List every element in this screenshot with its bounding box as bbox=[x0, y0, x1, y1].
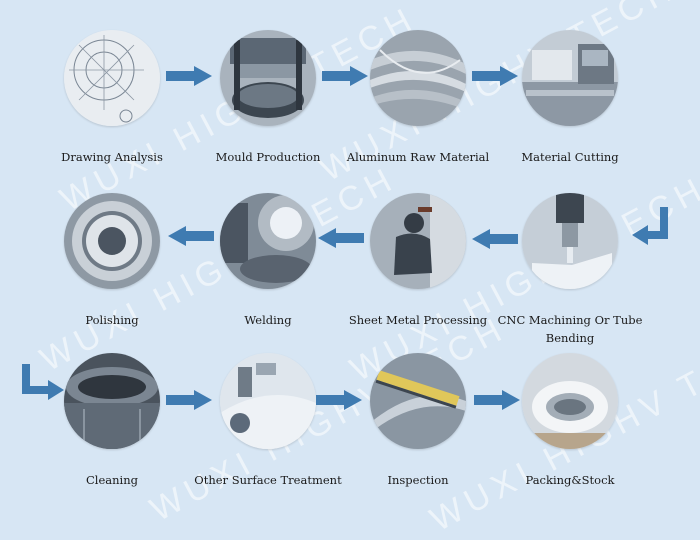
step-label: Welding bbox=[244, 313, 292, 327]
step-label: Inspection bbox=[387, 473, 449, 487]
step-label: Packing&Stock bbox=[525, 473, 615, 487]
step-label: Other Surface Treatment bbox=[194, 473, 342, 487]
step-label: Material Cutting bbox=[521, 150, 619, 164]
step-polishing: Polishing bbox=[32, 193, 192, 329]
raw-material-icon bbox=[370, 30, 466, 126]
step-other-surface-treatment: Other Surface Treatment bbox=[188, 353, 348, 489]
step-mould-production: Mould Production bbox=[188, 30, 348, 166]
step-label: Drawing Analysis bbox=[61, 150, 163, 164]
arrow-right-icon bbox=[316, 390, 362, 410]
packing-icon bbox=[522, 353, 618, 449]
arrow-right-icon bbox=[166, 390, 212, 410]
cnc-icon bbox=[522, 193, 618, 289]
step-material-cutting: Material Cutting bbox=[490, 30, 650, 166]
welding-icon bbox=[220, 193, 316, 289]
step-label: Polishing bbox=[85, 313, 139, 327]
step-aluminum-raw-material: Aluminum Raw Material bbox=[338, 30, 498, 166]
step-label: Aluminum Raw Material bbox=[346, 150, 490, 164]
arrow-right-icon bbox=[472, 66, 518, 86]
polishing-icon bbox=[64, 193, 160, 289]
step-packing-stock: Packing&Stock bbox=[490, 353, 650, 489]
step-inspection: Inspection bbox=[338, 353, 498, 489]
step-label: Sheet Metal Processing bbox=[348, 313, 488, 327]
arrow-left-icon bbox=[472, 229, 518, 249]
step-cnc-machining: CNC Machining Or Tube Bending bbox=[490, 193, 650, 347]
step-drawing-analysis: Drawing Analysis bbox=[32, 30, 192, 166]
surface-icon bbox=[220, 353, 316, 449]
arrow-turn-right-icon bbox=[22, 364, 64, 400]
step-welding: Welding bbox=[188, 193, 348, 329]
cutting-icon bbox=[522, 30, 618, 126]
arrow-left-icon bbox=[318, 228, 364, 248]
step-label: Cleaning bbox=[86, 473, 138, 487]
process-flow-diagram: WUXI HIGHV TECH WUXI HIGHV TECH WUXI HIG… bbox=[22, 0, 700, 539]
step-label: CNC Machining Or Tube Bending bbox=[497, 313, 643, 345]
arrow-turn-left-icon bbox=[632, 207, 668, 245]
arrow-right-icon bbox=[166, 66, 212, 86]
arrow-right-icon bbox=[474, 390, 520, 410]
sheet-metal-icon bbox=[370, 193, 466, 289]
arrow-left-icon bbox=[168, 226, 214, 246]
step-label: Mould Production bbox=[215, 150, 321, 164]
mould-icon bbox=[220, 30, 316, 126]
cleaning-icon bbox=[64, 353, 160, 449]
step-sheet-metal-processing: Sheet Metal Processing bbox=[338, 193, 498, 329]
step-cleaning: Cleaning bbox=[32, 353, 192, 489]
inspection-icon bbox=[370, 353, 466, 449]
arrow-right-icon bbox=[322, 66, 368, 86]
drawing-icon bbox=[64, 30, 160, 126]
